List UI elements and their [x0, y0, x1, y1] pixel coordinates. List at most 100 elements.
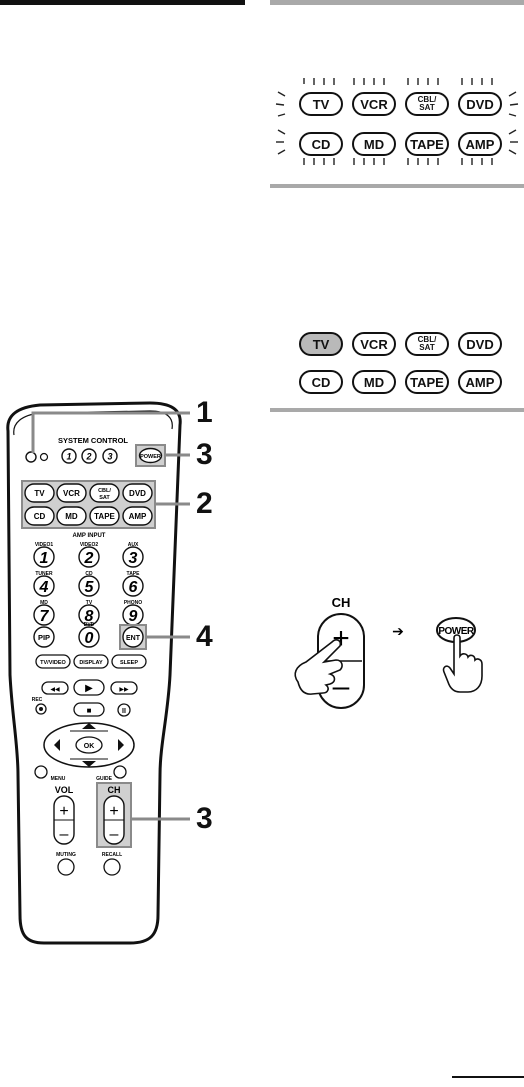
ok-label: OK — [84, 743, 95, 750]
p2-md-label: MD — [363, 374, 385, 390]
p1-cd-label: CD — [311, 136, 331, 152]
key-sub-phono: PHONO — [124, 600, 142, 606]
amp-input-label: AMP INPUT — [73, 533, 106, 539]
header-rule-right — [270, 0, 524, 5]
remote-control: SYSTEM CONTROL 1 2 3 POWER TV VCR CBL/ S… — [6, 401, 190, 945]
p1-amp-button: AMP — [458, 132, 502, 156]
menu-button — [34, 765, 48, 779]
vol-label: VOL — [55, 785, 74, 795]
p1-md-button: MD — [352, 132, 396, 156]
p1-tv-button: TV — [299, 92, 343, 116]
p2-vcr-label: VCR — [360, 336, 388, 352]
left-arrow-icon — [54, 739, 60, 751]
key-8: 8 — [85, 608, 94, 625]
callout-3-ch: 3 — [196, 802, 213, 835]
arrow-icon: ➔ — [392, 623, 404, 639]
p2-tape-label: TAPE — [410, 374, 444, 390]
callout-2: 2 — [196, 487, 213, 520]
pause-icon: II — [122, 708, 126, 715]
rec-label: REC — [32, 697, 43, 703]
p2-tv-button: TV — [299, 332, 343, 356]
system-control-buttons: 1 2 3 — [61, 448, 118, 464]
p2-cblsat-button: CBL/SAT — [405, 332, 449, 356]
sleep-label: SLEEP — [120, 660, 138, 666]
pressing-hand-icon — [294, 639, 343, 695]
key-9: 9 — [129, 608, 138, 625]
key-0: 0 — [85, 630, 94, 647]
key-3: 3 — [129, 550, 138, 567]
p2-dvd-button: DVD — [458, 332, 502, 356]
remote-dvd-label: DVD — [129, 489, 146, 498]
key-5: 5 — [85, 579, 95, 596]
p1-cd-button: CD — [299, 132, 343, 156]
remote-power-button — [138, 447, 163, 464]
p2-amp-label: AMP — [465, 374, 495, 390]
p2-sat-label: SAT — [419, 343, 435, 352]
p1-vcr-label: VCR — [360, 96, 388, 112]
footer-rule — [452, 1076, 524, 1078]
sys-button-3: 3 — [107, 452, 112, 462]
flashing-buttons-panel: TV VCR CBL/SAT DVD CD MD TAPE AMP — [270, 70, 524, 180]
tv-video-label: TV/VIDEO — [40, 660, 66, 666]
key-sub-tuner: TUNER — [35, 571, 53, 577]
key-4: 4 — [39, 579, 49, 596]
p2-md-button: MD — [352, 370, 396, 394]
ch-power-illustration: CH + – ➔ POWER — [294, 595, 483, 709]
vol-minus-icon: – — [60, 826, 69, 843]
guide-label: GUIDE — [96, 776, 113, 782]
p1-vcr-button: VCR — [352, 92, 396, 116]
key-sub-md: MD — [40, 600, 48, 606]
rewind-icon: ◀◀ — [50, 687, 60, 693]
muting-button — [57, 858, 75, 876]
remote-sat-label: SAT — [99, 495, 110, 501]
pressing-finger-icon — [442, 634, 483, 693]
callout-lines — [31, 411, 190, 821]
display-label: DISPLAY — [79, 660, 103, 666]
p2-dvd-label: DVD — [466, 336, 494, 352]
remote-tv-label: TV — [34, 489, 45, 498]
p1-sat-label: SAT — [419, 103, 435, 112]
stop-icon: ■ — [87, 706, 92, 715]
remote-power-label: POWER — [140, 454, 161, 460]
vol-plus-icon: + — [59, 803, 68, 820]
callout-4: 4 — [196, 620, 213, 653]
right-arrow-icon — [118, 739, 124, 751]
p2-tape-button: TAPE — [405, 370, 449, 394]
ch-plus-icon: + — [109, 803, 118, 820]
up-arrow-icon — [82, 723, 96, 729]
callout-1: 1 — [196, 396, 213, 429]
menu-label: MENU — [51, 776, 66, 782]
p1-cblsat-button: CBL/SAT — [405, 92, 449, 116]
key-pip: PIP — [38, 633, 50, 642]
down-arrow-icon — [82, 761, 96, 767]
key-sub-tape: TAPE — [127, 571, 141, 577]
key-sub-video2: VIDEO2 — [80, 542, 99, 548]
device-buttons: TV VCR CBL/ SAT DVD CD MD TAPE AMP — [24, 483, 153, 526]
remote-vcr-label: VCR — [63, 489, 80, 498]
panel2-bottom-rule — [270, 408, 524, 412]
flash-lines — [275, 78, 519, 165]
p1-dvd-label: DVD — [466, 96, 494, 112]
key-2: 2 — [84, 550, 94, 567]
key-sub-video1: VIDEO1 — [35, 542, 54, 548]
key-sub-aux: AUX — [128, 542, 139, 548]
recall-label: RECALL — [102, 852, 122, 858]
fast-forward-icon: ▶▶ — [119, 687, 129, 693]
ch-minus-icon: – — [110, 826, 119, 843]
p2-tv-label: TV — [312, 336, 330, 352]
number-keys: VIDEO1 1 VIDEO2 2 AUX 3 TUNER 4 CD 5 TAP… — [33, 542, 147, 650]
p2-cbl-label: CBL/ — [417, 335, 437, 344]
sys-button-2: 2 — [85, 452, 91, 462]
indicator-light — [39, 452, 49, 462]
p2-cd-button: CD — [299, 370, 343, 394]
remote-cd-label: CD — [34, 512, 46, 521]
setup-button — [25, 451, 37, 463]
p1-dvd-button: DVD — [458, 92, 502, 116]
header-rule-left — [0, 0, 245, 5]
p1-tape-button: TAPE — [405, 132, 449, 156]
p1-tv-label: TV — [312, 96, 330, 112]
lit-button-panel: TV VCR CBL/SAT DVD CD MD TAPE AMP — [270, 330, 524, 400]
muting-label: MUTING — [56, 852, 76, 858]
remote-md-label: MD — [65, 512, 78, 521]
system-control-label: SYSTEM CONTROL — [58, 436, 128, 445]
